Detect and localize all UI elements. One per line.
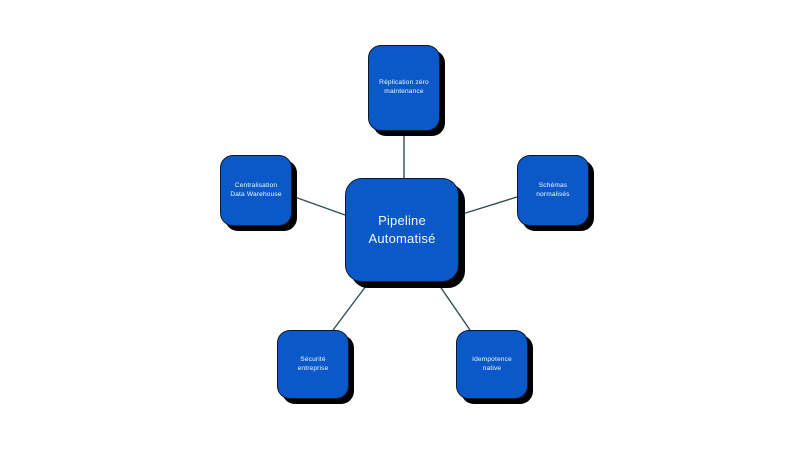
node-center-pipeline-automatise[interactable]: Pipeline Automatisé [345,178,459,282]
edge-center-to-bottom-right [436,281,471,331]
node-securite-entreprise[interactable]: Sécurité entreprise [277,330,349,399]
edge-center-to-bottom-left [332,281,370,331]
node-idempotence-native[interactable]: Idempotence native [456,330,528,399]
edge-center-to-left [291,195,346,216]
node-schemas-normalises[interactable]: Schémas normalisés [517,155,589,226]
node-centralisation-data-warehouse[interactable]: Centralisation Data Warehouse [220,155,292,226]
node-replication-zero-maintenance[interactable]: Réplication zéro maintenance [368,45,440,131]
edge-center-to-right [458,196,518,216]
